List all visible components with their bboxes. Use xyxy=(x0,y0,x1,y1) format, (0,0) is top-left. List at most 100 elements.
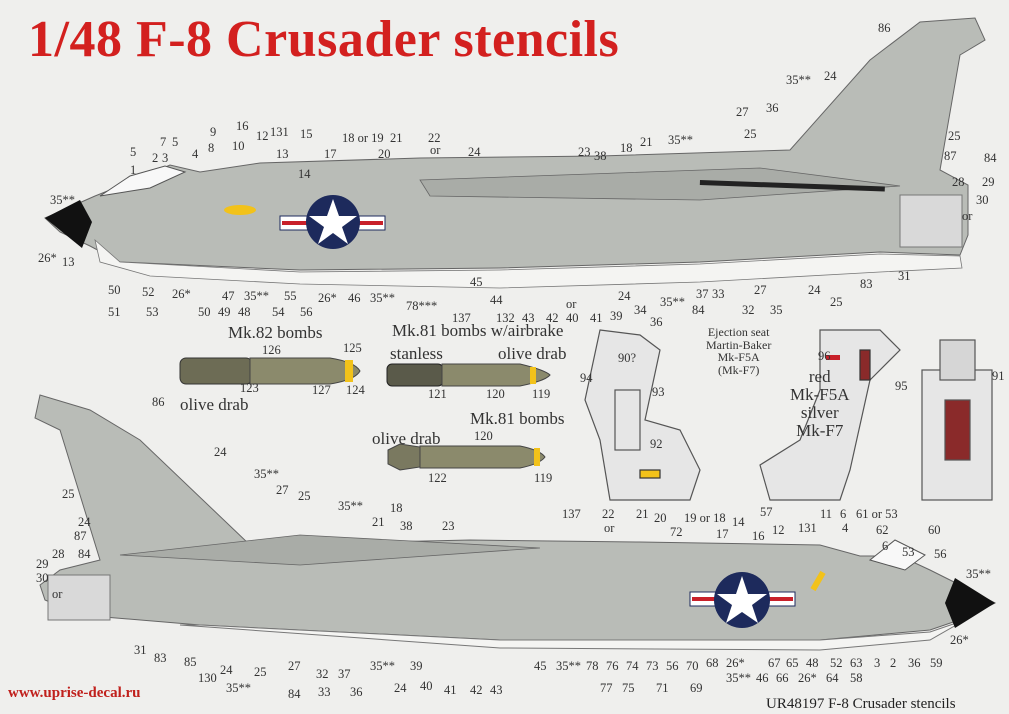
mk81-airbrake-body-label: olive drab xyxy=(498,344,567,363)
mk82-title: Mk.82 bombs xyxy=(228,323,323,342)
top-callout-number: 35** xyxy=(370,291,395,305)
mk82-callout: 127 xyxy=(312,383,331,397)
top-callout-number: 36 xyxy=(650,315,663,329)
ejection-seat-callout: 96 xyxy=(818,349,831,363)
bottom-callout-number: 24 xyxy=(214,445,227,459)
bottom-canopy xyxy=(868,539,926,571)
mk82-bomb-drawing xyxy=(179,357,361,385)
top-callout-number: 4 xyxy=(192,147,199,161)
top-callout-number: 1 xyxy=(130,163,137,177)
top-callout-number: 26* xyxy=(172,287,191,301)
bottom-callout-number: 35** xyxy=(370,659,395,673)
bottom-callout-number: 25 xyxy=(254,665,267,679)
top-callout-number: 8 xyxy=(208,141,215,155)
bottom-callout-number: 26* xyxy=(726,656,745,670)
top-callout-number: 46 xyxy=(348,291,361,305)
top-canopy xyxy=(99,165,187,197)
top-callout-number: 54 xyxy=(272,305,285,319)
bottom-callout-number: 35** xyxy=(966,567,991,581)
top-callout-number: 45 xyxy=(470,275,483,289)
top-callout-number: 25 xyxy=(830,295,843,309)
bottom-callout-number: 36 xyxy=(350,685,363,699)
top-callout-number: 16 xyxy=(236,119,249,133)
top-callout-number: 26* xyxy=(38,251,57,265)
bottom-callout-number: 78 xyxy=(586,659,599,673)
top-callout-number: 38 xyxy=(594,149,607,163)
bottom-callout-number: 65 xyxy=(786,656,799,670)
color-note: silver xyxy=(800,402,839,422)
bottom-callout-number: 23 xyxy=(442,519,455,533)
bottom-callout-number: 66 xyxy=(776,671,789,685)
top-callout-number: 20 xyxy=(378,147,391,161)
mk82-callout: 126 xyxy=(262,343,281,357)
bottom-callout-number: 18 xyxy=(390,501,403,515)
page-title: 1/48 F-8 Crusader stencils xyxy=(28,11,620,68)
top-callout-number: 21 xyxy=(390,131,403,145)
top-callout-number: 131 xyxy=(270,125,289,139)
bottom-callout-number: 35** xyxy=(726,671,751,685)
bottom-callout-number: 62 xyxy=(876,523,889,537)
top-callout-number: or xyxy=(566,297,577,311)
top-callout-number: 56 xyxy=(300,305,313,319)
top-callout-number: 25 xyxy=(948,129,961,143)
mk81-callout: 119 xyxy=(534,471,553,485)
top-callout-number: 40 xyxy=(566,311,579,325)
top-callout-number: 27 xyxy=(754,283,767,297)
ejection-seat-callout: 93 xyxy=(652,385,665,399)
bottom-aircraft-profile xyxy=(34,394,997,651)
top-callout-number: 24 xyxy=(618,289,631,303)
bottom-callout-number: 21 xyxy=(372,515,385,529)
ejection-seat-title-line: Mk-F5A xyxy=(717,350,760,365)
bottom-callout-number: 37 xyxy=(338,667,351,681)
top-callout-number: 13 xyxy=(62,255,75,269)
bottom-callout-number: 41 xyxy=(444,683,457,697)
bottom-callout-number: or xyxy=(604,521,615,535)
bottom-callout-number: 17 xyxy=(716,527,729,541)
top-wing xyxy=(419,167,901,201)
top-callout-number: 31 xyxy=(898,269,911,283)
bottom-callout-number: 3 xyxy=(874,656,881,670)
mk82-callout: 125 xyxy=(343,341,362,355)
top-callout-number: 51 xyxy=(108,305,121,319)
top-callout-number: 48 xyxy=(238,305,251,319)
bottom-callout-number: 35** xyxy=(556,659,581,673)
website-link[interactable]: www.uprise-decal.ru xyxy=(8,685,141,701)
top-callout-number: 35** xyxy=(244,289,269,303)
top-callout-number: 15 xyxy=(300,127,313,141)
top-callout-number: 29 xyxy=(982,175,995,189)
top-callout-number: 35** xyxy=(786,73,811,87)
bottom-callout-number: 67 xyxy=(768,656,781,670)
top-callout-number: 10 xyxy=(232,139,245,153)
top-callout-number: 78*** xyxy=(406,299,438,313)
mk81-airbrake-callout: 120 xyxy=(486,387,505,401)
mk82-color-label: olive drab xyxy=(180,395,249,414)
bottom-callout-number: 42 xyxy=(470,683,483,697)
mk81-title: Mk.81 bombs xyxy=(470,409,565,428)
bottom-callout-number: 25 xyxy=(62,487,75,501)
mk82-callout: 124 xyxy=(346,383,365,397)
top-callout-number: or xyxy=(962,209,973,223)
bottom-callout-number: 31 xyxy=(134,643,147,657)
bottom-callout-number: 45 xyxy=(534,659,547,673)
bottom-callout-number: 40 xyxy=(420,679,433,693)
ejection-seat-title-line: Ejection seat xyxy=(707,325,770,339)
bottom-callout-number: 11 xyxy=(820,507,833,521)
top-fuselage xyxy=(44,17,986,271)
top-roundel xyxy=(279,195,386,249)
top-callout-number: 33 xyxy=(712,287,725,301)
top-callout-number: 7 xyxy=(160,135,167,149)
ejection-seat-right-drawing xyxy=(759,329,901,501)
top-callout-number: 18 xyxy=(620,141,633,155)
bottom-callout-number: 137 xyxy=(562,507,581,521)
bottom-callout-number: 76 xyxy=(606,659,619,673)
bottom-exhaust-striped xyxy=(47,574,111,621)
bottom-callout-number: 83 xyxy=(154,651,167,665)
top-callout-number: 24 xyxy=(824,69,837,83)
ejection-seat-left-drawing xyxy=(584,329,701,501)
top-callout-number: 53 xyxy=(146,305,159,319)
top-callout-number: 9 xyxy=(210,125,217,139)
bottom-callout-number: 53 xyxy=(902,545,915,559)
bottom-callout-number: 35** xyxy=(338,499,363,513)
top-callout-number: 137 xyxy=(452,311,471,325)
